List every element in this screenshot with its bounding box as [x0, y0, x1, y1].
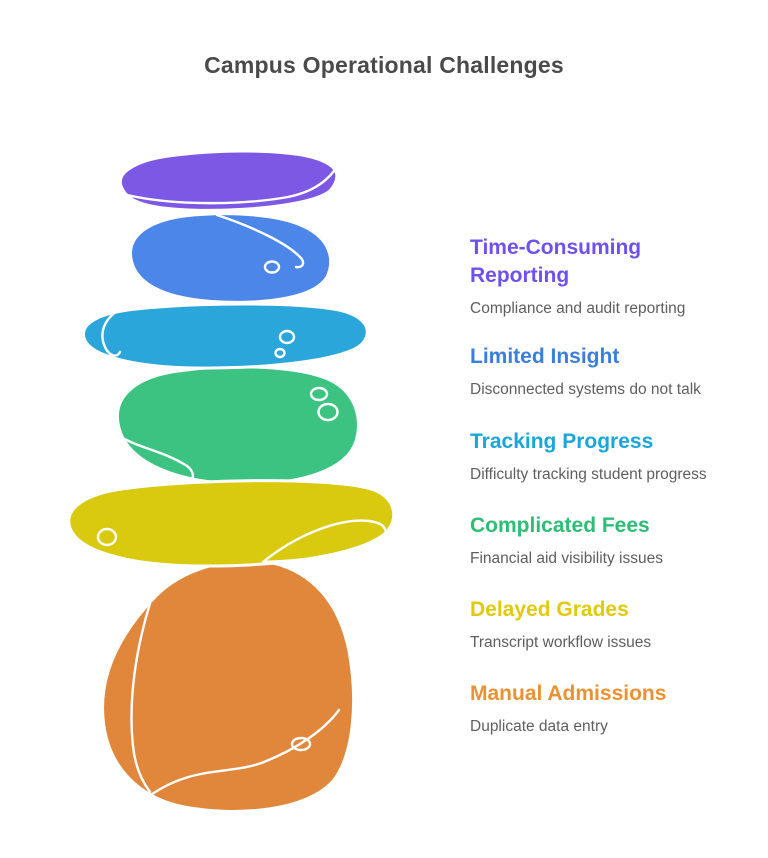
- yellow-stone-hole: [96, 527, 118, 547]
- challenge-description: Transcript workflow issues: [470, 634, 652, 651]
- cyan-stone: [82, 302, 369, 370]
- green-stone-hole-small: [309, 386, 329, 402]
- yellow-stone-swoosh: [261, 519, 387, 564]
- challenge-description: Financial aid visibility issues: [470, 550, 663, 567]
- challenge-description: Disconnected systems do not talk: [470, 381, 701, 398]
- blue-stone: [129, 212, 333, 304]
- cyan-stone-hole-large: [278, 329, 296, 345]
- purple-stone: [118, 149, 339, 212]
- orange-stone-crease: [130, 598, 153, 794]
- challenge-description: Compliance and audit reporting: [470, 300, 686, 317]
- challenge-heading: Limited Insight: [470, 345, 620, 368]
- orange-stone-hole: [290, 736, 312, 752]
- green-stone: [116, 365, 360, 486]
- stone-stack-illustration: [67, 149, 395, 813]
- cyan-stone-crease: [101, 308, 122, 357]
- challenge-item-manual-admissions: Manual Admissions Duplicate data entry: [470, 680, 766, 737]
- challenge-item-complicated-fees: Complicated Fees Financial aid visibilit…: [470, 512, 766, 569]
- challenge-heading: Tracking Progress: [470, 430, 654, 453]
- orange-stone-wave: [142, 708, 341, 802]
- green-stone-crease: [119, 435, 195, 485]
- page-title: Campus Operational Challenges: [204, 52, 564, 78]
- blue-stone-crease: [215, 213, 305, 269]
- challenge-item-limited-insight: Limited Insight Disconnected systems do …: [470, 343, 766, 400]
- challenge-heading: Complicated Fees: [470, 514, 650, 537]
- challenge-heading: Manual Admissions: [470, 682, 667, 705]
- yellow-stone: [67, 479, 395, 568]
- cyan-stone-hole-small: [274, 347, 286, 359]
- challenge-description: Difficulty tracking student progress: [470, 466, 707, 483]
- purple-stone-wave: [125, 169, 336, 205]
- challenge-heading: Delayed Grades: [470, 598, 629, 621]
- orange-stone: [101, 559, 356, 813]
- challenge-item-time-consuming-reporting: Time-Consuming Reporting Compliance and …: [470, 234, 766, 319]
- blue-stone-hole: [263, 260, 281, 274]
- challenge-heading: Time-Consuming Reporting: [470, 236, 642, 287]
- challenge-item-tracking-progress: Tracking Progress Difficulty tracking st…: [470, 428, 766, 485]
- green-stone-hole-large: [317, 402, 339, 422]
- purple-stone-fold: [324, 164, 338, 196]
- challenge-description: Duplicate data entry: [470, 718, 608, 735]
- challenge-item-delayed-grades: Delayed Grades Transcript workflow issue…: [470, 596, 766, 653]
